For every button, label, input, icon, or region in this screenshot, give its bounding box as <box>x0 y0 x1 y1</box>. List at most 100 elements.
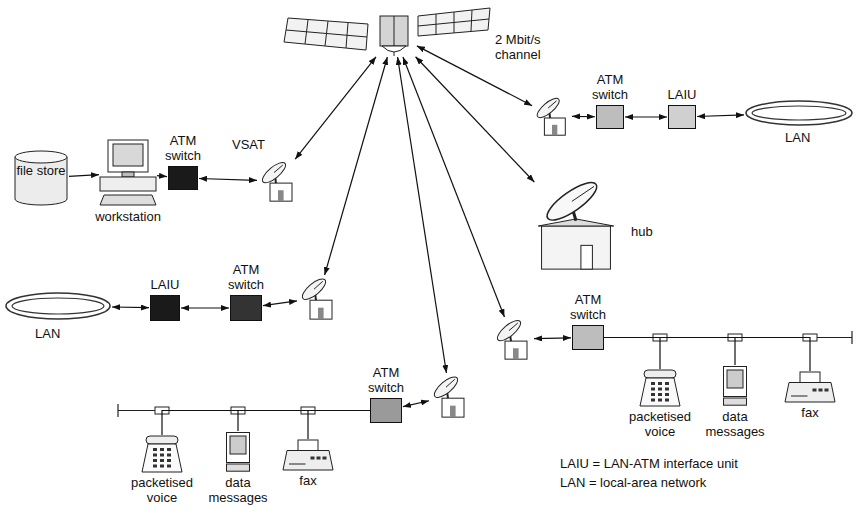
bus-drop <box>162 411 370 436</box>
icon-part <box>813 389 817 392</box>
file-store-outline <box>14 150 68 206</box>
icon-part <box>509 323 518 331</box>
icon-part <box>153 465 157 468</box>
icon-part <box>160 465 164 468</box>
node-label: LAN <box>785 130 825 145</box>
icon-part <box>283 451 333 471</box>
satellite: 2 Mbit/s channel <box>372 12 416 56</box>
icon-part <box>371 399 402 423</box>
icon-part <box>153 454 157 457</box>
icon-part <box>581 245 592 269</box>
data-terminal: data messages <box>723 366 747 406</box>
icon-part <box>665 393 669 396</box>
icon-part <box>323 457 327 460</box>
node-label: ATM switch <box>558 292 618 322</box>
vsat-dish <box>493 318 533 360</box>
vsat-dish-outline <box>258 160 298 202</box>
icon-part <box>142 444 182 472</box>
icon-part <box>169 167 198 190</box>
lan-ring: LAN <box>5 292 111 320</box>
bus-drop <box>308 411 370 440</box>
icon-part <box>153 459 157 462</box>
icon-part <box>572 186 594 201</box>
icon-part <box>825 389 829 392</box>
icon-part <box>382 46 406 52</box>
icon-part <box>167 448 171 451</box>
icon-part <box>573 326 604 350</box>
atm-switch-outline <box>572 325 604 350</box>
telephone-outline <box>142 436 182 472</box>
workstation: workstation <box>100 140 156 206</box>
link-arrow <box>199 179 257 181</box>
data-terminal: data messages <box>226 432 250 472</box>
icon-part <box>311 457 315 460</box>
icon-part <box>658 393 662 396</box>
icon-part <box>442 398 464 417</box>
icon-part <box>640 378 680 406</box>
icon-part <box>450 406 456 417</box>
icon-part <box>665 382 669 385</box>
link-arrow <box>157 175 167 177</box>
laiu-box: LAIU <box>668 105 696 129</box>
vsat-dish <box>298 276 338 320</box>
icon-part <box>227 464 250 471</box>
icon-part <box>160 459 164 462</box>
icon-part <box>658 399 662 402</box>
icon-part <box>146 436 178 444</box>
icon-part <box>318 308 324 319</box>
link-arrow <box>112 306 149 308</box>
icon-part <box>380 16 408 46</box>
atm-switch: ATM switch <box>230 295 262 321</box>
icon-part <box>727 370 743 388</box>
icon-part <box>534 95 562 121</box>
icon-part <box>597 106 624 129</box>
link-arrow <box>697 115 744 117</box>
icon-part <box>230 436 246 454</box>
icon-part <box>278 190 284 201</box>
solar-panel <box>284 18 368 50</box>
icon-part <box>274 165 283 173</box>
hub-station-outline <box>535 182 617 270</box>
icon-part <box>505 341 527 359</box>
fax-machine: fax <box>283 440 333 470</box>
atm-switch-outline <box>596 105 624 129</box>
vsat-dish-outline <box>430 374 470 418</box>
icon-part <box>542 226 611 269</box>
node-label: LAIU <box>140 277 190 292</box>
icon-part <box>299 276 328 303</box>
node-label: packetised voice <box>124 475 200 505</box>
icon-part <box>108 140 148 172</box>
atm-switch: ATM switch <box>596 105 624 129</box>
icon-part <box>394 52 395 56</box>
laiu-box-outline <box>150 295 180 321</box>
node-label: ATM switch <box>356 365 416 395</box>
laiu-box: LAIU <box>150 295 180 321</box>
icon-part <box>227 433 250 463</box>
link-arrow <box>572 116 595 118</box>
link-arrow <box>295 57 376 159</box>
icon-part <box>724 367 747 397</box>
icon-part <box>151 296 180 321</box>
link-arrow <box>416 57 535 182</box>
icon-part <box>270 183 292 201</box>
icon-part <box>394 16 395 46</box>
icon-part <box>259 159 288 186</box>
atm-switch: ATM switch <box>370 398 402 423</box>
icon-part <box>791 396 808 397</box>
bus-drop <box>238 411 370 432</box>
node-label: fax <box>283 473 333 488</box>
file-store: file store <box>14 150 68 206</box>
telephone-outline <box>640 370 680 406</box>
icon-part <box>310 300 332 319</box>
icon-part <box>446 379 455 387</box>
fax-machine: fax <box>785 372 835 402</box>
workstation-outline <box>100 140 156 206</box>
icon-part <box>12 298 104 314</box>
legend-note: LAN = local-area network <box>560 475 706 490</box>
link-arrow <box>534 337 571 339</box>
icon-part <box>160 448 164 451</box>
bus-drop <box>604 338 660 370</box>
fax-machine-outline <box>785 372 835 402</box>
vsat-dish <box>430 374 470 418</box>
data-terminal-outline <box>226 432 250 472</box>
